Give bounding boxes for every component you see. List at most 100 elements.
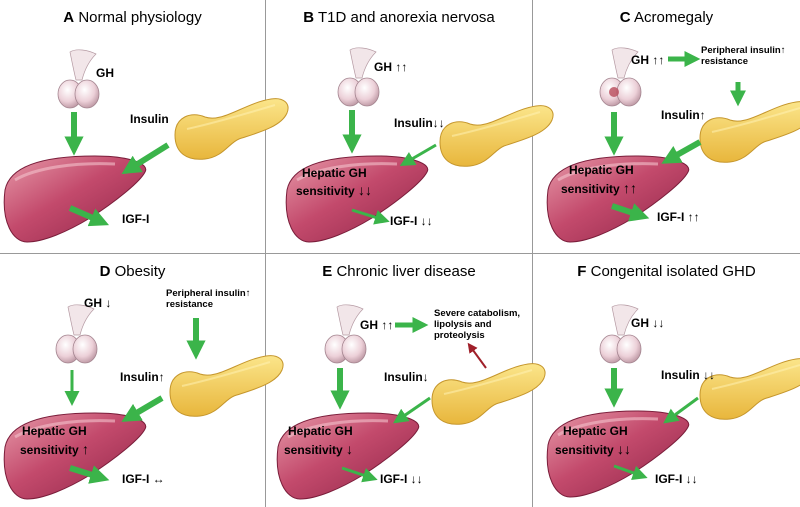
- hepatic-text: Hepatic GH: [288, 424, 353, 438]
- insulin-label: Insulin: [130, 112, 169, 126]
- catabolism-line-1: Severe catabolism,: [434, 308, 521, 319]
- igf-text: IGF-I: [380, 472, 408, 486]
- gh-label: GH ↓: [84, 296, 111, 310]
- sensitivity-text: sensitivity: [296, 184, 355, 198]
- panel-c: C Acromegaly GH ↑↑ Peripheral insulin↑ re…: [533, 0, 800, 253]
- insulin-arrow: [661, 139, 702, 164]
- sensitivity-change: ↓: [346, 441, 354, 457]
- sensitivity-change: ↑↑: [623, 180, 638, 196]
- hepatic-text: Hepatic GH: [563, 424, 628, 438]
- insulin-label: Insulin↑: [120, 370, 165, 384]
- sensitivity-text: sensitivity: [20, 443, 79, 457]
- insulin-change: ↓↓: [432, 116, 445, 130]
- gh-label: GH ↑↑: [631, 53, 664, 67]
- sensitivity-label: sensitivity ↓↓: [296, 182, 372, 198]
- gh-change: ↑↑: [395, 60, 408, 74]
- insulin-arrow: [121, 395, 164, 422]
- panel-title-text: Congenital isolated GHD: [590, 263, 756, 280]
- catabolism-line-2: lipolysis and: [434, 319, 492, 330]
- gh-label: GH ↓↓: [631, 316, 664, 330]
- hepatic-label: Hepatic GH: [302, 166, 367, 180]
- igf-arrow: [351, 208, 390, 225]
- tumor-icon: [609, 87, 619, 97]
- hepatic-label: Hepatic GH: [288, 424, 353, 438]
- igf-change: ↑↑: [687, 210, 700, 224]
- insulin-text: Insulin: [384, 370, 423, 384]
- panel-d-graphics: [2, 304, 285, 501]
- panel-title-text: Acromegaly: [633, 9, 714, 26]
- panel-title: A Normal physiology: [0, 9, 265, 26]
- gh-label: GH: [96, 66, 114, 80]
- insulin-text: Insulin: [661, 108, 700, 122]
- insulin-arrow: [121, 142, 170, 175]
- insulin-label: Insulin↓↓: [394, 116, 445, 130]
- hepatic-text: Hepatic GH: [302, 166, 367, 180]
- insulin-text: Insulin: [130, 112, 169, 126]
- igf-label: IGF-I ↓↓: [390, 214, 433, 228]
- gh-text: GH: [631, 316, 649, 330]
- gh-change: ↓↓: [652, 316, 665, 330]
- igf-change: ↓↓: [410, 472, 423, 486]
- sensitivity-text: sensitivity: [555, 443, 614, 457]
- gh-text: GH: [631, 53, 649, 67]
- igf-arrow: [68, 205, 110, 227]
- sensitivity-text: sensitivity: [561, 182, 620, 196]
- resistance-text: resistance: [701, 56, 749, 67]
- peripheral-text: Peripheral insulin: [166, 288, 246, 299]
- panel-e-graphics: [275, 304, 547, 501]
- panel-letter: A: [63, 9, 75, 26]
- panel-e: E Chronic liver disease GH ↑↑ Severe cat…: [266, 254, 532, 507]
- insulin-change: ↓↓: [703, 368, 716, 382]
- panel-title: F Congenital isolated GHD: [533, 263, 800, 280]
- panel-title: E Chronic liver disease: [266, 263, 532, 280]
- igf-change: ↓↓: [420, 214, 433, 228]
- sensitivity-change: ↓↓: [617, 441, 632, 457]
- panel-a: A Normal physiology GH Insulin IGF-I: [0, 0, 265, 253]
- igf-text: IGF-I: [122, 212, 150, 226]
- insulin-change: ↑: [158, 370, 165, 384]
- hepatic-text: Hepatic GH: [569, 163, 634, 177]
- gh-change: ↓: [105, 296, 112, 310]
- panel-title: D Obesity: [0, 263, 265, 280]
- insulin-catabolism-arrow: [467, 342, 487, 369]
- hepatic-label: Hepatic GH: [563, 424, 628, 438]
- igf-change: ↓↓: [685, 472, 698, 486]
- igf-label: IGF-I ↔: [122, 472, 165, 486]
- igf-label: IGF-I ↑↑: [657, 210, 700, 224]
- igf-text: IGF-I: [390, 214, 418, 228]
- peripheral-label: Peripheral insulin↑ resistance: [701, 45, 785, 67]
- panel-letter: D: [99, 263, 111, 280]
- panel-d: D Obesity GH ↓ Peripheral insulin↑resist…: [0, 254, 265, 507]
- panel-a-graphics: [2, 49, 290, 244]
- peripheral-text: Peripheral insulin: [701, 45, 781, 56]
- panel-b-graphics: [284, 47, 555, 244]
- igf-label: IGF-I ↓↓: [655, 472, 698, 486]
- panel-title: B T1D and anorexia nervosa: [266, 9, 532, 26]
- sensitivity-change: ↓↓: [358, 182, 373, 198]
- panel-letter: B: [303, 9, 315, 26]
- igf-change: ↔: [152, 472, 165, 486]
- insulin-arrow: [663, 396, 699, 424]
- panel-title-text: Obesity: [114, 263, 166, 280]
- panel-letter: E: [322, 263, 333, 280]
- hepatic-label: Hepatic GH: [569, 163, 634, 177]
- panel-title: C Acromegaly: [533, 9, 800, 26]
- panel-c-graphics: [545, 47, 800, 244]
- insulin-text: Insulin: [394, 116, 433, 130]
- insulin-arrow: [399, 143, 437, 167]
- hepatic-text: Hepatic GH: [22, 424, 87, 438]
- sensitivity-label: sensitivity ↑↑: [561, 180, 637, 196]
- panel-f-graphics: [545, 304, 800, 499]
- insulin-label: Insulin ↓↓: [661, 368, 715, 382]
- panel-letter: C: [619, 9, 631, 26]
- gh-text: GH: [374, 60, 392, 74]
- gh-text: GH: [96, 66, 114, 80]
- panel-b: B T1D and anorexia nervosa GH ↑↑ Insulin…: [266, 0, 532, 253]
- igf-label: IGF-I ↓↓: [380, 472, 423, 486]
- peripheral-change: ↑: [780, 45, 786, 56]
- insulin-label: Insulin↓: [384, 370, 429, 384]
- igf-text: IGF-I: [655, 472, 683, 486]
